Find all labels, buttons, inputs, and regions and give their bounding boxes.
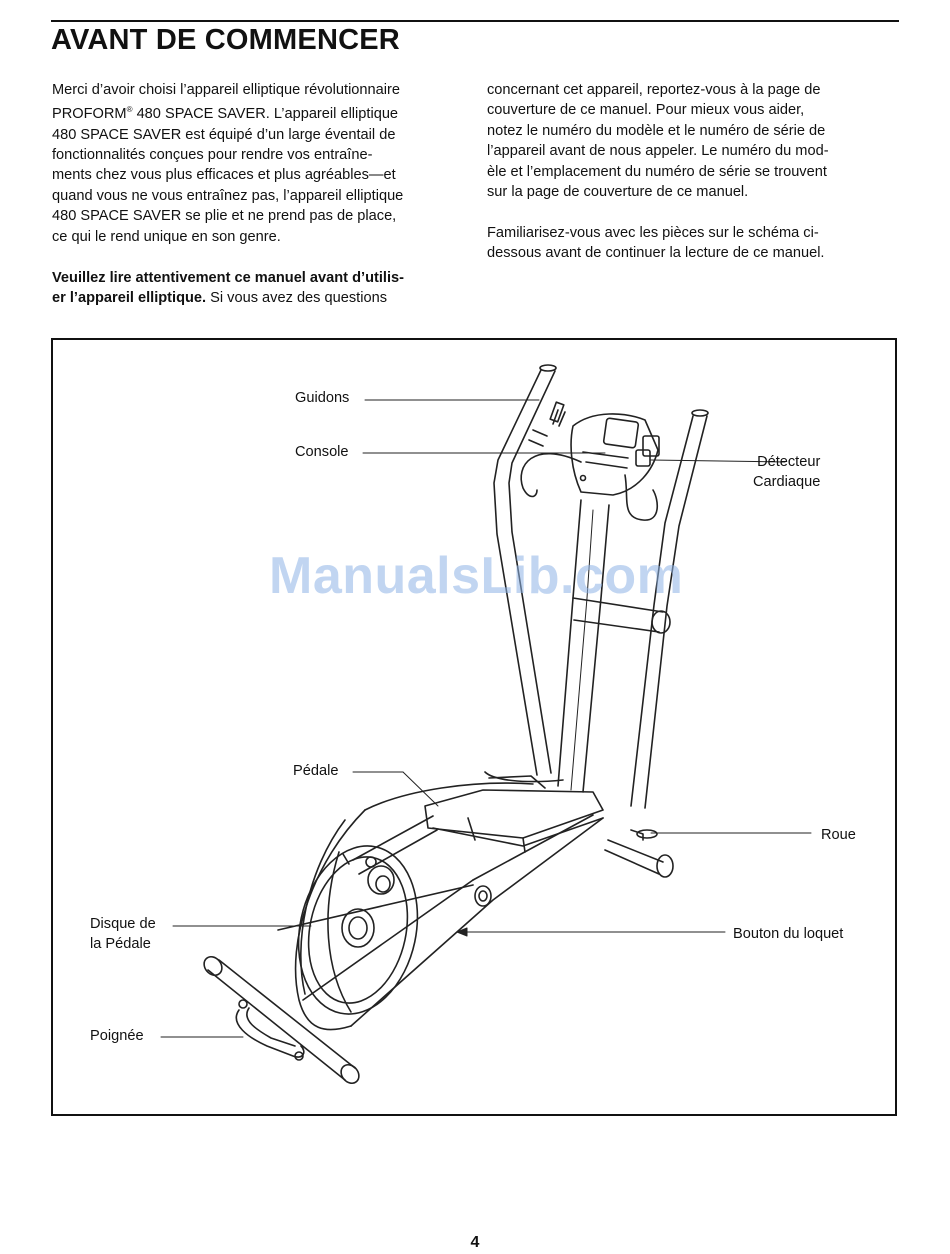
intro-right-column: concernant cet appareil, reportez-vous à…	[487, 80, 897, 284]
intro-paragraph-1: Merci d’avoir choisi l’appareil elliptiq…	[52, 82, 404, 245]
fixed-grips	[520, 401, 659, 521]
front-handle	[235, 999, 305, 1061]
label-bouton-loquet: Bouton du loquet	[733, 926, 844, 942]
page-title: AVANT DE COMMENCER	[51, 24, 400, 56]
intro-paragraph-4: Familiarisez-vous avec les pièces sur le…	[487, 224, 825, 262]
upright-mast	[557, 499, 610, 793]
elliptical-drawing	[160, 364, 812, 1085]
label-disque-pedale: Disque de la Pédale	[90, 916, 156, 952]
intro-left-column: Merci d’avoir choisi l’appareil elliptiq…	[52, 80, 472, 329]
pedal-disc	[297, 845, 419, 1015]
registered-mark: ®	[126, 105, 133, 115]
crank-arm	[342, 815, 438, 895]
right-handlebar	[630, 409, 709, 809]
label-poignee: Poignée	[90, 1028, 144, 1044]
leader-lines	[160, 399, 812, 1038]
intro-paragraph-3: concernant cet appareil, reportez-vous à…	[487, 82, 829, 201]
rear-stabilizer	[604, 829, 674, 878]
console-unit	[570, 413, 660, 496]
top-rule	[51, 20, 899, 22]
warning-text: Veuillez lire attentivement ce manuel av…	[52, 269, 404, 306]
label-guidons: Guidons	[295, 390, 350, 406]
label-console: Console	[295, 444, 349, 460]
left-handlebar	[493, 364, 557, 776]
label-detecteur-cardiaque: Détecteur Cardiaque	[753, 454, 821, 490]
intro-paragraph-2: Veuillez lire attentivement ce manuel av…	[52, 269, 404, 306]
pedal-deck	[424, 771, 604, 853]
cross-bar	[572, 597, 671, 634]
page-number: 4	[470, 1234, 480, 1251]
watermark: ManualsLib.com	[269, 547, 684, 605]
latch-knob	[474, 885, 492, 907]
label-pedale: Pédale	[293, 763, 339, 779]
label-roue: Roue	[821, 827, 856, 843]
brand-name: PROFORM	[52, 106, 127, 123]
front-stabilizer	[203, 955, 360, 1085]
base-frame	[277, 782, 604, 1031]
parts-diagram: Guidons Console Détecteur Cardiaque Péda…	[51, 338, 897, 1116]
